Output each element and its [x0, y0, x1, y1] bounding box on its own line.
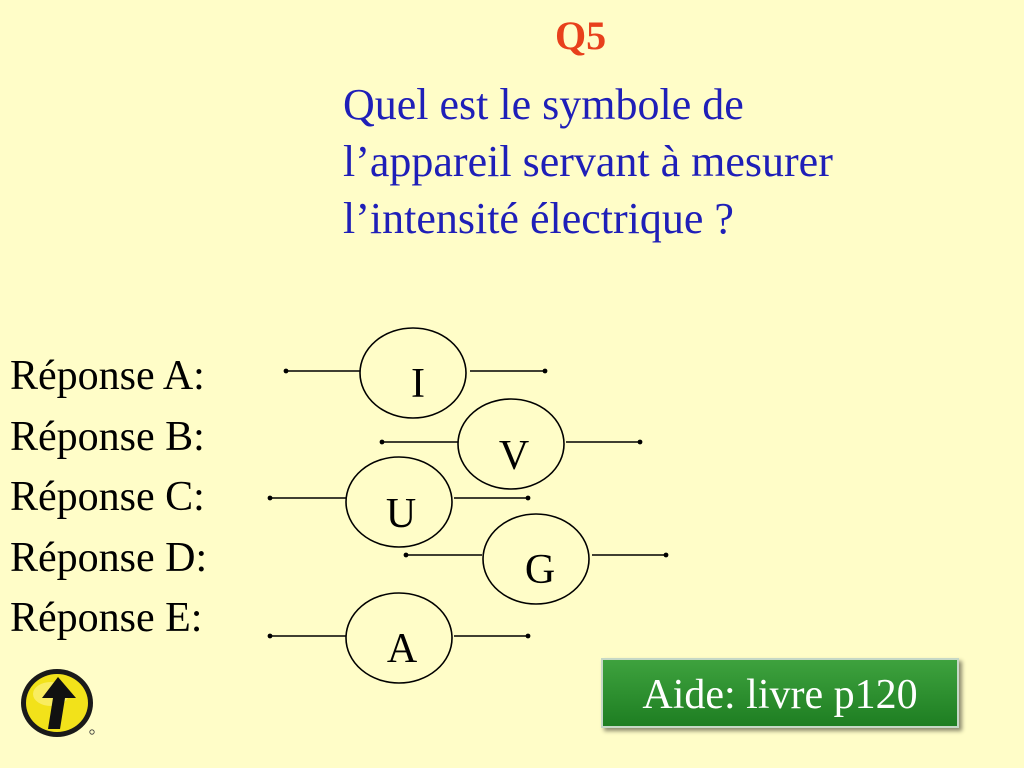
- symbol-b[interactable]: V: [379, 398, 643, 490]
- symbol-a-letter: I: [411, 361, 425, 407]
- symbol-d[interactable]: G: [403, 513, 669, 605]
- symbol-b-letter: V: [499, 433, 529, 479]
- answer-a-label: Réponse A:: [10, 353, 205, 399]
- symbol-c-body[interactable]: U: [345, 456, 453, 548]
- symbol-c[interactable]: [267, 495, 531, 501]
- question-line-1: Quel est le symbole de: [343, 80, 744, 129]
- answer-list: Réponse A: Réponse B: Réponse C: Réponse…: [10, 346, 207, 649]
- question-line-3: l’intensité électrique ?: [343, 194, 734, 243]
- symbol-e-letter: A: [387, 626, 418, 672]
- symbol-c-letter: U: [386, 491, 416, 537]
- symbol-a[interactable]: I: [283, 327, 548, 419]
- answer-e-label: Réponse E:: [10, 595, 203, 641]
- answer-b-label: Réponse B:: [10, 413, 205, 460]
- up-arrow-icon: [21, 669, 95, 737]
- question-text: Quel est le symbole de l’appareil servan…: [343, 76, 983, 247]
- question-line-2: l’appareil servant à mesurer: [343, 137, 833, 186]
- help-button[interactable]: Aide: livre p120: [601, 658, 959, 728]
- answer-d-label: Réponse D:: [10, 534, 208, 581]
- symbol-d-letter: G: [525, 547, 555, 593]
- answer-c-label: Réponse C:: [10, 474, 205, 520]
- question-number: Q5: [555, 13, 607, 58]
- back-button[interactable]: [18, 666, 98, 742]
- symbol-e[interactable]: A: [267, 592, 531, 684]
